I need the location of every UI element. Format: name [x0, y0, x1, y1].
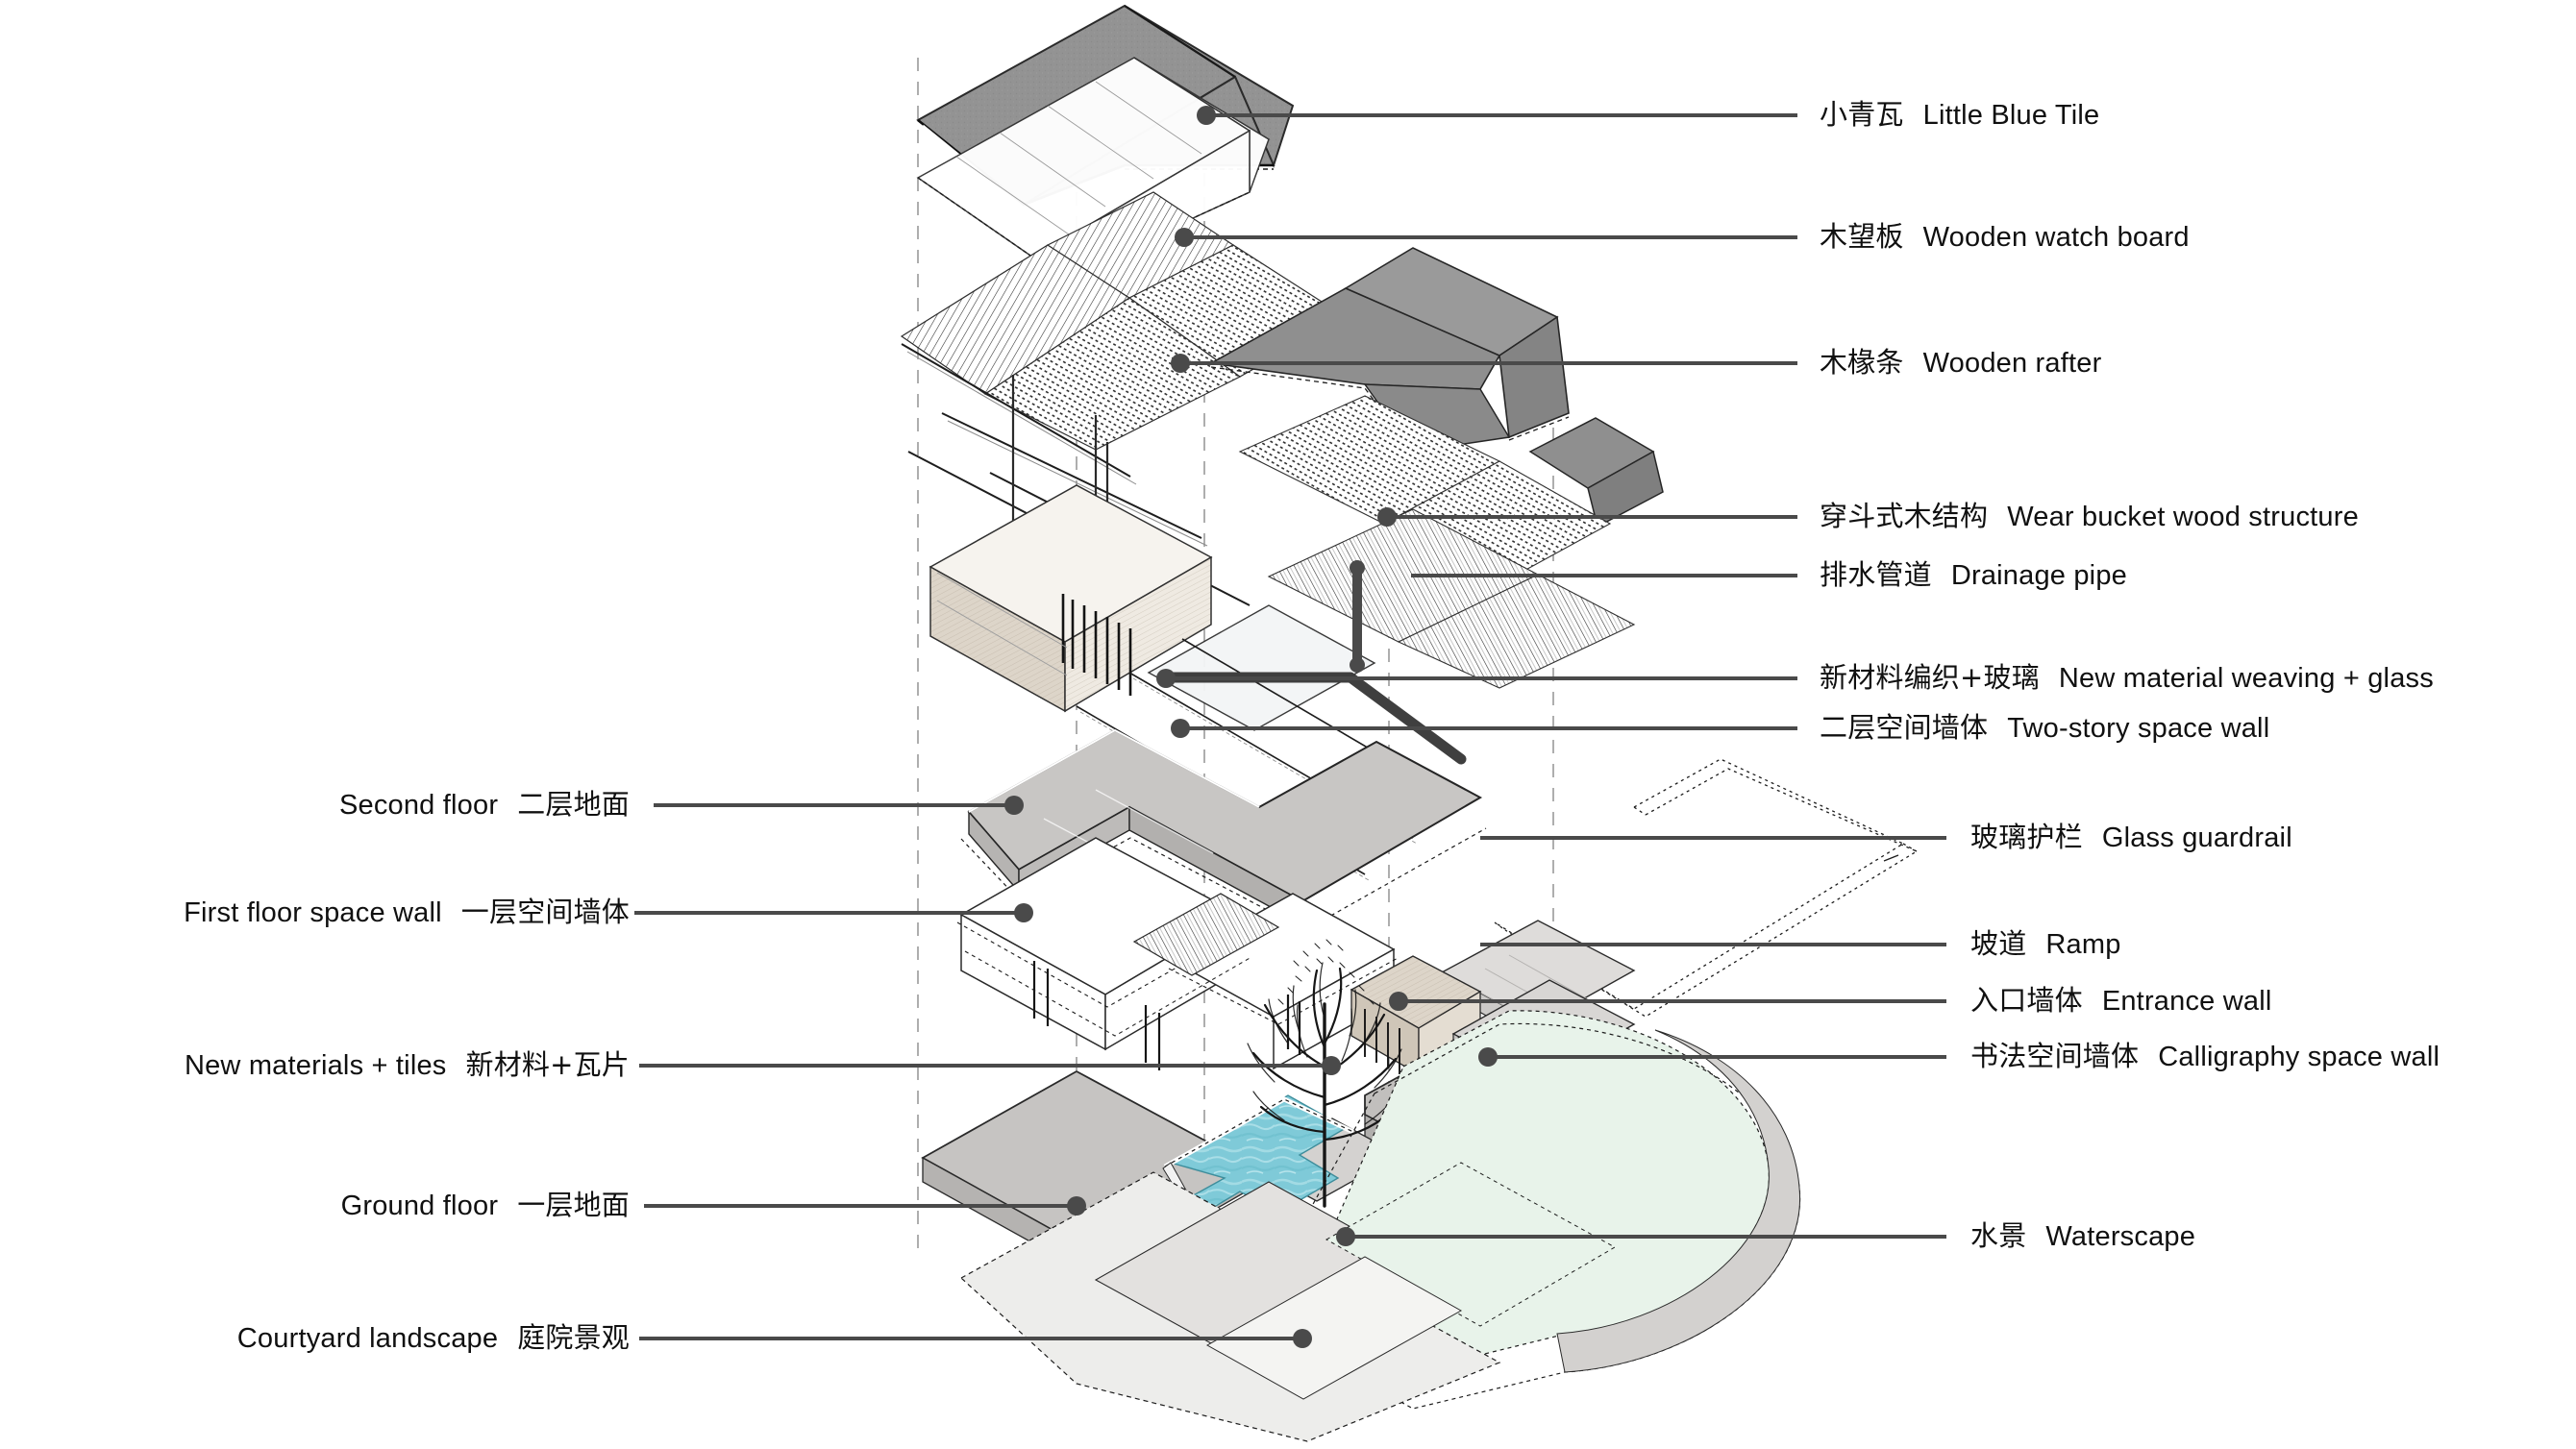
- label-text-secondary: Ramp: [2045, 929, 2121, 960]
- label-text-secondary: 一层空间墙体: [460, 896, 630, 928]
- label-text-secondary: Drainage pipe: [1950, 560, 2127, 591]
- label-new-material-weaving-glass: 新材料编织+玻璃 New material weaving + glass: [1820, 664, 2434, 693]
- first-floor-space-walls: [956, 837, 1400, 1070]
- label-courtyard-landscape: Courtyard landscape 庭院景观: [237, 1324, 630, 1353]
- label-text-secondary: 一层地面: [517, 1189, 630, 1221]
- leader-anchor-new-material-weaving-glass: [1156, 669, 1176, 688]
- label-text-primary: 穿斗式木结构: [1820, 500, 1989, 532]
- label-text-secondary: Little Blue Tile: [1922, 100, 2100, 131]
- leader-anchor-wooden-rafter: [1171, 354, 1190, 373]
- label-wooden-rafter: 木椽条 Wooden rafter: [1820, 349, 2101, 378]
- label-text-primary: 二层空间墙体: [1820, 711, 1989, 744]
- label-text-primary: First floor space wall: [184, 897, 442, 928]
- label-little-blue-tile: 小青瓦 Little Blue Tile: [1820, 101, 2099, 130]
- label-text-secondary: Entrance wall: [2101, 986, 2272, 1017]
- label-text-secondary: 庭院景观: [517, 1321, 630, 1354]
- label-text-primary: 木椽条: [1820, 346, 1904, 379]
- courtyard-landscape: [959, 1010, 1801, 1442]
- leader-anchor-courtyard-landscape: [1293, 1329, 1312, 1348]
- label-text-secondary: 二层地面: [517, 788, 630, 821]
- label-text-primary: 木望板: [1820, 220, 1904, 253]
- label-text-primary: 书法空间墙体: [1970, 1040, 2140, 1072]
- label-calligraphy-space-wall: 书法空间墙体 Calligraphy space wall: [1970, 1043, 2440, 1071]
- label-text-secondary: Wear bucket wood structure: [2007, 502, 2359, 532]
- label-two-story-space-wall: 二层空间墙体 Two-story space wall: [1820, 714, 2269, 743]
- label-text-primary: Ground floor: [340, 1191, 499, 1221]
- label-text-primary: 新材料编织+玻璃: [1820, 661, 2040, 694]
- label-glass-guardrail: 玻璃护栏 Glass guardrail: [1970, 823, 2292, 852]
- label-ramp: 坡道 Ramp: [1970, 930, 2121, 959]
- label-text-primary: 排水管道: [1820, 558, 1932, 591]
- leader-anchor-wear-bucket-wood-structure: [1377, 507, 1397, 527]
- wear-bucket-wood-structure: [929, 484, 1462, 881]
- leader-anchor-new-materials-tiles: [1322, 1056, 1341, 1075]
- label-text-secondary: Wooden watch board: [1922, 222, 2190, 253]
- leader-anchor-waterscape: [1336, 1227, 1355, 1246]
- label-text-secondary: Waterscape: [2045, 1221, 2196, 1252]
- label-text-secondary: New material weaving + glass: [2058, 663, 2434, 694]
- label-text-primary: 水景: [1970, 1219, 2027, 1252]
- label-text-primary: New materials + tiles: [184, 1050, 447, 1081]
- label-wooden-watch-board: 木望板 Wooden watch board: [1820, 223, 2190, 252]
- label-first-floor-space-wall: First floor space wall 一层空间墙体: [184, 898, 630, 927]
- label-entrance-wall: 入口墙体 Entrance wall: [1970, 987, 2272, 1016]
- leader-anchor-ground-floor: [1067, 1196, 1086, 1216]
- leader-anchor-calligraphy-space-wall: [1478, 1047, 1498, 1067]
- label-waterscape: 水景 Waterscape: [1970, 1222, 2195, 1251]
- leader-anchor-second-floor: [1004, 796, 1024, 815]
- label-text-primary: 玻璃护栏: [1970, 821, 2083, 853]
- label-text-secondary: Glass guardrail: [2101, 823, 2292, 853]
- label-text-secondary: Two-story space wall: [2007, 713, 2270, 744]
- label-text-secondary: Calligraphy space wall: [2158, 1042, 2440, 1072]
- label-second-floor: Second floor 二层地面: [339, 791, 630, 820]
- leader-anchor-entrance-wall: [1389, 992, 1408, 1011]
- label-ground-floor: Ground floor 一层地面: [341, 1191, 630, 1220]
- label-text-secondary: 新材料+瓦片: [465, 1048, 630, 1081]
- label-text-secondary: Wooden rafter: [1922, 348, 2102, 379]
- leader-anchor-little-blue-tile: [1197, 106, 1216, 125]
- label-wear-bucket-wood-structure: 穿斗式木结构 Wear bucket wood structure: [1820, 503, 2359, 531]
- label-text-primary: 坡道: [1970, 927, 2027, 960]
- leader-anchor-two-story-space-wall: [1171, 719, 1190, 738]
- label-text-primary: Second floor: [338, 790, 499, 821]
- label-text-primary: 入口墙体: [1970, 984, 2083, 1017]
- label-text-primary: Courtyard landscape: [236, 1323, 499, 1354]
- secondary-tiled-roofs: [1208, 247, 1664, 689]
- label-text-primary: 小青瓦: [1820, 98, 1904, 131]
- label-new-materials-tiles: New materials + tiles 新材料+瓦片: [185, 1051, 630, 1080]
- leader-anchor-first-floor-space-wall: [1014, 903, 1033, 922]
- leader-anchor-wooden-watch-board: [1175, 228, 1194, 247]
- courtyard-tree: [1247, 939, 1402, 1208]
- leader-lines: [634, 106, 1946, 1348]
- label-drainage-pipe: 排水管道 Drainage pipe: [1820, 561, 2127, 590]
